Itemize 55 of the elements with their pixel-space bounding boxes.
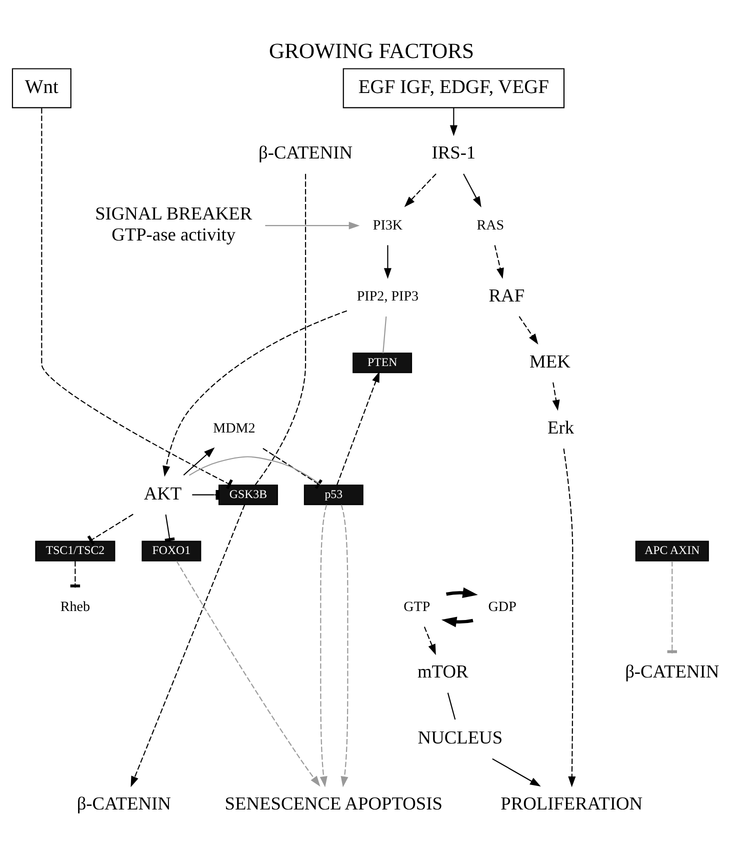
node-text: Rheb — [60, 598, 90, 615]
arrow — [320, 504, 328, 788]
arrow — [424, 626, 436, 656]
arrow — [336, 371, 380, 485]
node-text: MDM2 — [213, 420, 256, 437]
node-box: Wnt — [12, 68, 72, 108]
connector — [192, 490, 219, 500]
node-text: SIGNAL BREAKER GTP-ase activity — [95, 204, 252, 244]
node-text: RAS — [476, 217, 504, 234]
connector — [382, 316, 387, 354]
arrow — [162, 310, 348, 477]
node-text: GTP — [404, 598, 430, 615]
arrow — [384, 245, 392, 279]
connector — [164, 514, 175, 542]
arrow — [450, 108, 458, 136]
arrow — [518, 316, 538, 345]
node-text: β-CATENIN — [625, 662, 720, 682]
node-text: mTOR — [418, 662, 468, 682]
arrow — [130, 504, 246, 788]
arrow — [563, 448, 576, 788]
node-box: p53 — [304, 484, 364, 506]
node-text: AKT — [144, 483, 182, 504]
arrow — [441, 616, 474, 628]
arrow — [176, 560, 320, 787]
arrow — [552, 382, 560, 411]
connector — [87, 514, 134, 546]
node-box: EGF IGF, EDGF, VEGF — [342, 68, 565, 108]
arrow — [265, 222, 360, 230]
node-text: β-CATENIN — [76, 794, 171, 814]
node-box: APC AXIN — [635, 540, 709, 562]
node-box: PTEN — [352, 352, 412, 374]
node-text: PROLIFERATION — [500, 794, 643, 814]
node-text: NUCLEUS — [418, 728, 503, 748]
node-box: FOXO1 — [142, 540, 202, 562]
node-text: Erk — [547, 417, 574, 438]
diagram-title: GROWING FACTORS — [268, 38, 474, 63]
arrow — [446, 587, 478, 598]
arrow — [183, 447, 215, 476]
node-text: PI3K — [372, 217, 403, 234]
arrow — [340, 504, 348, 788]
node-text: PIP2, PIP3 — [356, 288, 419, 305]
arrow — [404, 173, 436, 208]
connector — [447, 692, 456, 720]
arrow — [492, 758, 541, 787]
node-text: GDP — [488, 598, 516, 615]
node-box: TSC1/TSC2 — [35, 540, 116, 562]
node-box: GSK3B — [218, 484, 278, 506]
connector — [254, 174, 306, 486]
node-text: MEK — [530, 351, 570, 372]
node-text: SENESCENCE APOPTOSIS — [224, 794, 442, 814]
node-text: RAF — [488, 285, 525, 306]
arrow — [463, 174, 482, 208]
node-text: β-CATENIN — [258, 142, 353, 163]
node-text: IRS-1 — [432, 142, 476, 163]
arrow — [494, 245, 504, 279]
